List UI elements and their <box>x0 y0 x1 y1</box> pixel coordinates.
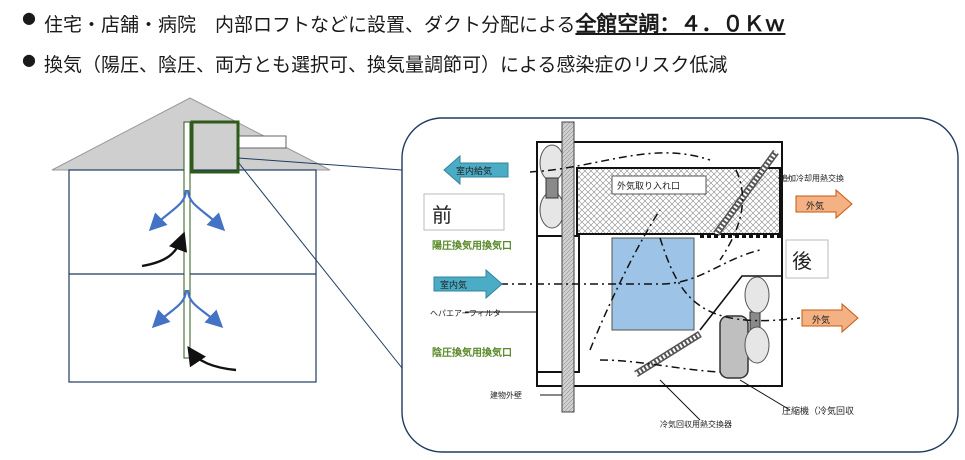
airflow-arrow-lower-left <box>151 289 188 329</box>
outside-intake-label: 外気取り入れ口 <box>617 180 680 192</box>
back-label: 後 <box>792 249 812 273</box>
bullet-1-strong: 全館空調：４．０Ｋｗ <box>575 12 786 36</box>
room-supply-arrow <box>443 154 509 186</box>
flow-line-middle <box>500 249 761 285</box>
airflow-arrow-upper-right <box>186 189 226 232</box>
rooftop-unit <box>237 135 287 149</box>
bullet-1: ● 住宅・店舗・病院 内部ロフトなどに設置、ダクト分配による全館空調：４．０Ｋｗ <box>22 8 785 38</box>
leader-cold-hx <box>659 379 701 421</box>
callout-line-top <box>237 157 403 171</box>
building-wall <box>561 121 575 413</box>
loft-ac-unit <box>190 120 240 174</box>
outside-air-arrow-2 <box>801 302 859 334</box>
room-air-arrow <box>433 268 503 300</box>
vertical-duct <box>183 121 191 359</box>
bullet-dot: ● <box>22 8 36 27</box>
right-lower-box <box>699 275 783 386</box>
bullet-dot: ● <box>22 50 36 69</box>
back-box <box>785 239 829 279</box>
fan-right-2 <box>744 326 770 364</box>
front-label: 前 <box>432 203 452 227</box>
extra-cooling-hx-label: 追加冷却用熱交換 <box>780 173 844 183</box>
fan-top-left <box>539 144 565 182</box>
return-arrow-upper <box>141 231 188 268</box>
room-air-label: 室内気 <box>440 279 467 291</box>
outside-air-label-2: 外気 <box>812 314 830 326</box>
compressor-label: 圧縮機（冷気回収 <box>782 405 854 417</box>
flow-line-bottom <box>599 359 721 373</box>
hepa-core <box>611 237 695 331</box>
negative-port-label: 陰圧換気用換気口 <box>432 346 512 359</box>
left-compartment <box>536 235 580 373</box>
airflow-arrow-lower-right <box>186 289 224 329</box>
bullet-2: ● 換気（陽圧、陰圧、両方とも選択可、換気量調節可）による感染症のリスク低減 <box>22 50 727 77</box>
flow-line-lower <box>659 237 801 322</box>
outside-air-arrow-1 <box>795 188 853 220</box>
flow-line-rise <box>589 209 661 351</box>
room-supply-label: 室内給気 <box>456 165 492 177</box>
leader-compressor <box>739 379 791 411</box>
outside-intake-label-box <box>611 175 707 195</box>
compressor <box>719 315 749 379</box>
bullet-1-text: 住宅・店舗・病院 内部ロフトなどに設置、ダクト分配による <box>44 14 576 36</box>
hepa-filter-label: ヘパエアーフィルタ <box>430 309 501 318</box>
fan-right <box>744 276 770 314</box>
positive-port-label: 陽圧換気用換気口 <box>432 239 512 252</box>
building-wall-label: 建物外壁 <box>490 390 522 400</box>
flow-line-top <box>529 152 711 173</box>
cold-recovery-hx-label: 冷気回収用熱交換器 <box>660 419 732 429</box>
return-arrow-lower <box>187 346 237 372</box>
front-box <box>423 193 505 231</box>
callout-line-bottom <box>237 161 403 369</box>
bullet-2-text: 換気（陽圧、陰圧、両方とも選択可、換気量調節可）による感染症のリスク低減 <box>44 54 728 76</box>
house-illustration <box>51 97 403 383</box>
unit-diagram: 前 後 室内給気 室内気 外気 外気 外気取り入れ口 陽圧換気用換気口 陰圧換気… <box>423 121 859 429</box>
flow-line-right <box>719 169 744 261</box>
fan-top-left-motor <box>545 177 559 199</box>
outside-air-label-1: 外気 <box>806 200 824 212</box>
airflow-arrow-upper-left <box>148 189 188 232</box>
